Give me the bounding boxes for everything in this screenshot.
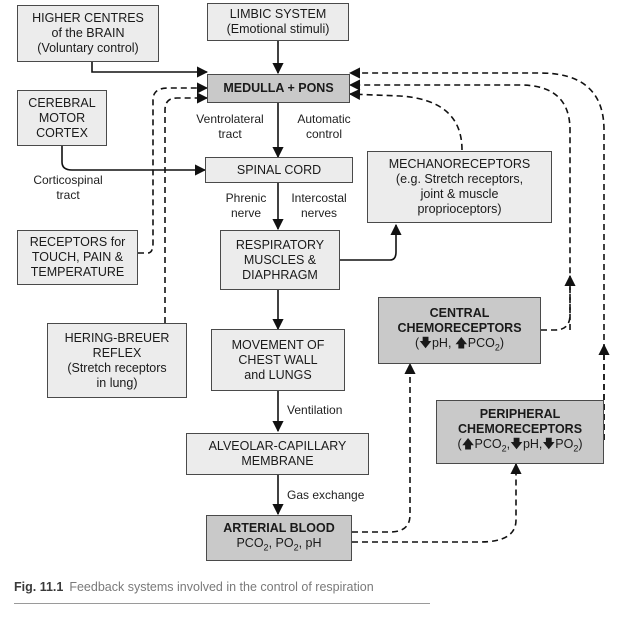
arrow-higher-to-medulla <box>91 62 209 78</box>
dashed-arterial-to-peripheral <box>352 462 522 543</box>
down-arrow-icon: 🡇 <box>542 437 556 452</box>
box-medulla-pons: MEDULLA + PONS <box>207 74 350 103</box>
dashed-mechano-to-medulla <box>348 88 463 151</box>
down-arrow-icon: 🡇 <box>510 437 523 452</box>
arrow-cerebral-to-spinal <box>61 144 207 176</box>
box-cerebral-motor-cortex: CEREBRAL MOTOR CORTEX <box>17 90 107 146</box>
dashed-hering-to-medulla <box>164 92 209 323</box>
label-ventrolateral-tract: Ventrolateral tract <box>196 112 264 141</box>
label-automatic-control: Automatic control <box>297 112 351 141</box>
down-arrow-icon: 🡇 <box>419 335 432 350</box>
box-peripheral-chemoreceptors: PERIPHERAL CHEMORECEPTORS (🡅PCO2,🡇pH,🡇PO… <box>436 400 604 464</box>
dashed-touch-to-medulla <box>138 82 209 254</box>
box-central-chemoreceptors: CENTRAL CHEMORECEPTORS (🡇pH, 🡅PCO2) <box>378 297 541 364</box>
label-gas-exchange: Gas exchange <box>287 488 365 502</box>
box-higher-centres: HIGHER CENTRES of the BRAIN (Voluntary c… <box>17 5 159 62</box>
dashed-arterial-to-central <box>352 362 416 533</box>
box-arterial-blood: ARTERIAL BLOOD PCO2, PO2, pH <box>206 515 352 561</box>
peripheral-chemo-stimuli: (🡅PCO2,🡇pH,🡇PO2) <box>457 437 583 454</box>
central-chemo-stimuli: (🡇pH, 🡅PCO2) <box>414 335 505 353</box>
label-ventilation: Ventilation <box>287 403 343 417</box>
up-arrow-icon: 🡅 <box>461 437 475 452</box>
box-movement-chest: MOVEMENT OF CHEST WALL and LUNGS <box>211 329 345 391</box>
caption-rule <box>14 603 430 604</box>
figure-number: Fig. 11.1 <box>14 580 64 594</box>
figure-caption-text: Feedback systems involved in the control… <box>69 580 374 594</box>
box-limbic-system: LIMBIC SYSTEM (Emotional stimuli) <box>207 3 349 41</box>
box-alveolar-capillary: ALVEOLAR-CAPILLARY MEMBRANE <box>186 433 369 475</box>
box-receptors-touch: RECEPTORS for TOUCH, PAIN & TEMPERATURE <box>17 230 138 285</box>
dashed-peripheral-to-medulla <box>348 67 605 440</box>
box-hering-breuer: HERING-BREUER REFLEX (Stretch receptors … <box>47 323 187 398</box>
box-respiratory-muscles: RESPIRATORY MUSCLES & DIAPHRAGM <box>220 230 340 290</box>
arterial-gases: PCO2, PO2, pH <box>236 535 322 553</box>
box-mechanoreceptors: MECHANORECEPTORS (e.g. Stretch receptors… <box>367 151 552 223</box>
box-spinal-cord: SPINAL CORD <box>205 157 353 183</box>
label-corticospinal-tract: Corticospinal tract <box>33 173 103 202</box>
label-phrenic-nerve: Phrenic nerve <box>225 191 267 220</box>
figure-caption: Fig. 11.1 Feedback systems involved in th… <box>14 580 374 594</box>
dashed-central-to-medulla <box>348 79 571 331</box>
label-intercostal-nerves: Intercostal nerves <box>291 191 347 220</box>
arrow-resp-to-mechano <box>340 223 402 261</box>
up-arrow-icon: 🡅 <box>454 335 468 350</box>
